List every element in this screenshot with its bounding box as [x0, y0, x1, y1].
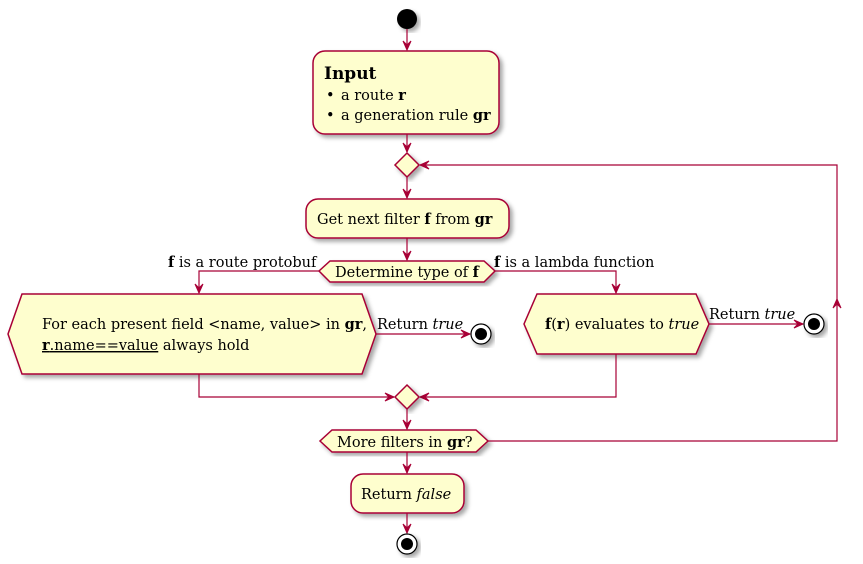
join-diamond	[393, 383, 421, 411]
bullet-1: •	[326, 88, 335, 104]
more-filters-label: More filters in gr?	[337, 434, 473, 451]
end-node-right	[803, 313, 825, 335]
right-action-label: f(r) evaluates to true	[545, 316, 699, 333]
start-node	[397, 9, 417, 29]
branch-left-label: f is a route protobuf	[168, 254, 318, 271]
left-action-line1: For each present field <name, value> in …	[42, 316, 367, 333]
return-true-left-label: Return true	[377, 317, 463, 333]
get-next-filter-label: Get next filter f from gr	[317, 211, 493, 228]
return-true-right-label: Return true	[709, 307, 795, 323]
determine-type-label: Determine type of f	[335, 264, 481, 281]
input-box: Input • a route r • a generation rule gr	[312, 50, 500, 135]
return-false-box: Return false	[350, 473, 465, 514]
right-action-box: f(r) evaluates to true	[523, 293, 710, 355]
input-item-route: a route r	[341, 87, 406, 104]
loop-merge-diamond	[393, 151, 421, 179]
return-false-label: Return false	[361, 487, 451, 503]
left-action-line2: r.name==value always hold	[42, 337, 249, 354]
get-next-filter-box: Get next filter f from gr	[305, 198, 510, 239]
left-action-box: For each present field <name, value> in …	[7, 293, 377, 375]
input-item-rule: a generation rule gr	[341, 107, 491, 124]
branch-right-label: f is a lambda function	[494, 254, 654, 271]
input-title: Input	[324, 64, 377, 84]
end-node-left	[470, 323, 492, 345]
end-node-final	[396, 533, 418, 555]
bullet-2: •	[326, 108, 335, 124]
determine-type-decision: Determine type of f	[317, 260, 497, 283]
more-filters-decision: More filters in gr?	[318, 429, 490, 453]
